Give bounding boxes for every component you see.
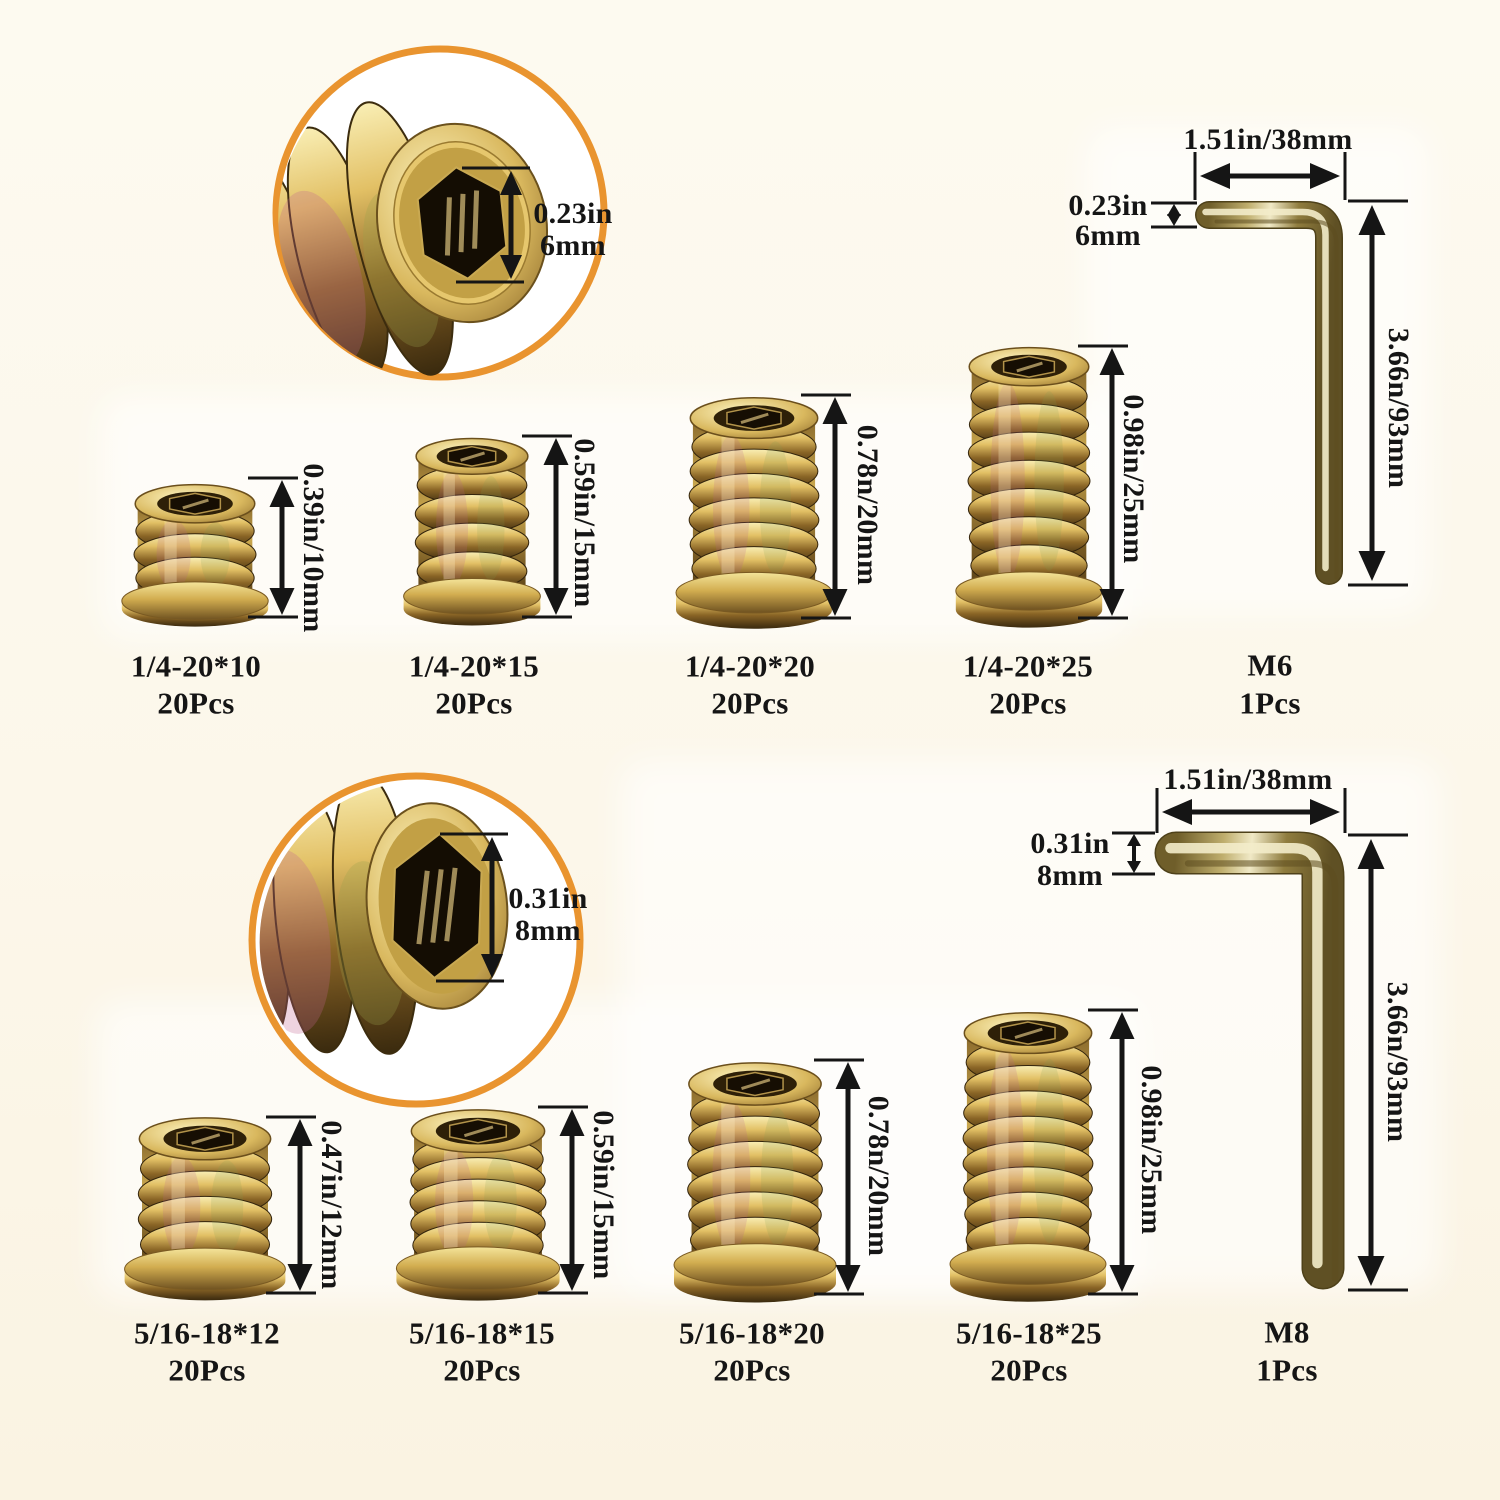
insert-height-dimension: [1088, 1008, 1138, 1296]
insert-height-dimension-label: 0.59in/15mm: [568, 438, 601, 608]
key-thickness-dimension: [1151, 201, 1197, 229]
inset-bore-dimension: [456, 166, 530, 284]
key-thickness-in-label: 0.31in: [1030, 827, 1110, 860]
insert-qty-label: 20Pcs: [711, 685, 789, 721]
insert-photo: [955, 346, 1103, 628]
insert-photo: [403, 437, 541, 626]
insert-size-label: 5/16-18*20: [679, 1315, 825, 1351]
inset-bore-dimension: [436, 832, 508, 983]
key-height-dimension-label: 3.66n/93mm: [1381, 981, 1414, 1143]
key-thickness-dimension: [1112, 831, 1155, 876]
insert-height-dimension-label: 0.39in/10mm: [297, 463, 330, 633]
angled-insert-photo: [244, 101, 549, 385]
insert-photo: [949, 1012, 1107, 1302]
insert-size-label: 5/16-18*12: [134, 1315, 280, 1351]
hex-key-photo: [1154, 831, 1345, 1290]
insert-qty-label: 20Pcs: [168, 1352, 246, 1388]
inset-bore-height-mm-label: 6mm: [540, 229, 606, 262]
insert-height-dimension: [1078, 344, 1128, 620]
insert-size-label: 1/4-20*15: [408, 648, 540, 684]
insert-height-dimension: [538, 1105, 588, 1295]
key-height-dimension: [1348, 833, 1408, 1292]
key-height-dimension: [1348, 199, 1408, 587]
inset-bore-height-in-label: 0.31in: [508, 882, 588, 915]
insert-qty-label: 20Pcs: [713, 1352, 791, 1388]
key-thickness-mm-label: 6mm: [1075, 219, 1141, 252]
insert-height-dimension: [801, 393, 851, 620]
insert-photo: [673, 1062, 837, 1303]
zoom-inset: [244, 45, 608, 385]
key-name-label: M8: [1264, 1314, 1310, 1350]
key-qty-label: 1Pcs: [1239, 685, 1301, 721]
insert-height-dimension: [266, 1115, 316, 1295]
insert-qty-label: 20Pcs: [435, 685, 513, 721]
insert-photo: [675, 397, 833, 629]
inset-bore-height-mm-label: 8mm: [515, 914, 581, 947]
insert-height-dimension-label: 0.78n/20mm: [862, 1095, 895, 1257]
key-thickness-mm-label: 8mm: [1037, 859, 1103, 892]
key-qty-label: 1Pcs: [1256, 1352, 1318, 1388]
insert-height-dimension-label: 0.78n/20mm: [851, 424, 884, 586]
insert-height-dimension-label: 0.59in/15mm: [587, 1110, 620, 1280]
insert-height-dimension-label: 0.98in/25mm: [1117, 394, 1150, 564]
insert-qty-label: 20Pcs: [989, 685, 1067, 721]
insert-qty-label: 20Pcs: [443, 1352, 521, 1388]
insert-height-dimension-label: 0.98in/25mm: [1135, 1065, 1168, 1235]
insert-qty-label: 20Pcs: [990, 1352, 1068, 1388]
key-length-label: 1.51in/38mm: [1183, 123, 1353, 156]
insert-photo: [124, 1117, 286, 1301]
insert-size-label: 5/16-18*15: [409, 1315, 555, 1351]
insert-size-label: 5/16-18*25: [956, 1315, 1102, 1351]
insert-height-dimension-label: 0.47in/12mm: [315, 1120, 348, 1290]
insert-height-dimension: [522, 434, 572, 619]
insert-size-label: 1/4-20*10: [130, 648, 262, 684]
insert-height-dimension: [248, 476, 298, 619]
inset-bore-height-in-label: 0.23in: [533, 197, 613, 230]
hex-key-photo: [1195, 201, 1343, 585]
key-height-dimension-label: 3.66n/93mm: [1382, 327, 1415, 489]
insert-height-dimension: [814, 1058, 864, 1296]
insert-photo: [395, 1109, 561, 1301]
insert-photo: [121, 483, 269, 627]
key-length-dimension: [1193, 152, 1347, 200]
key-thickness-in-label: 0.23in: [1068, 189, 1148, 222]
key-length-label: 1.51in/38mm: [1163, 763, 1333, 796]
key-name-label: M6: [1247, 647, 1293, 683]
insert-size-label: 1/4-20*25: [962, 648, 1094, 684]
key-length-dimension: [1155, 788, 1347, 833]
insert-qty-label: 20Pcs: [157, 685, 235, 721]
insert-size-label: 1/4-20*20: [684, 648, 816, 684]
